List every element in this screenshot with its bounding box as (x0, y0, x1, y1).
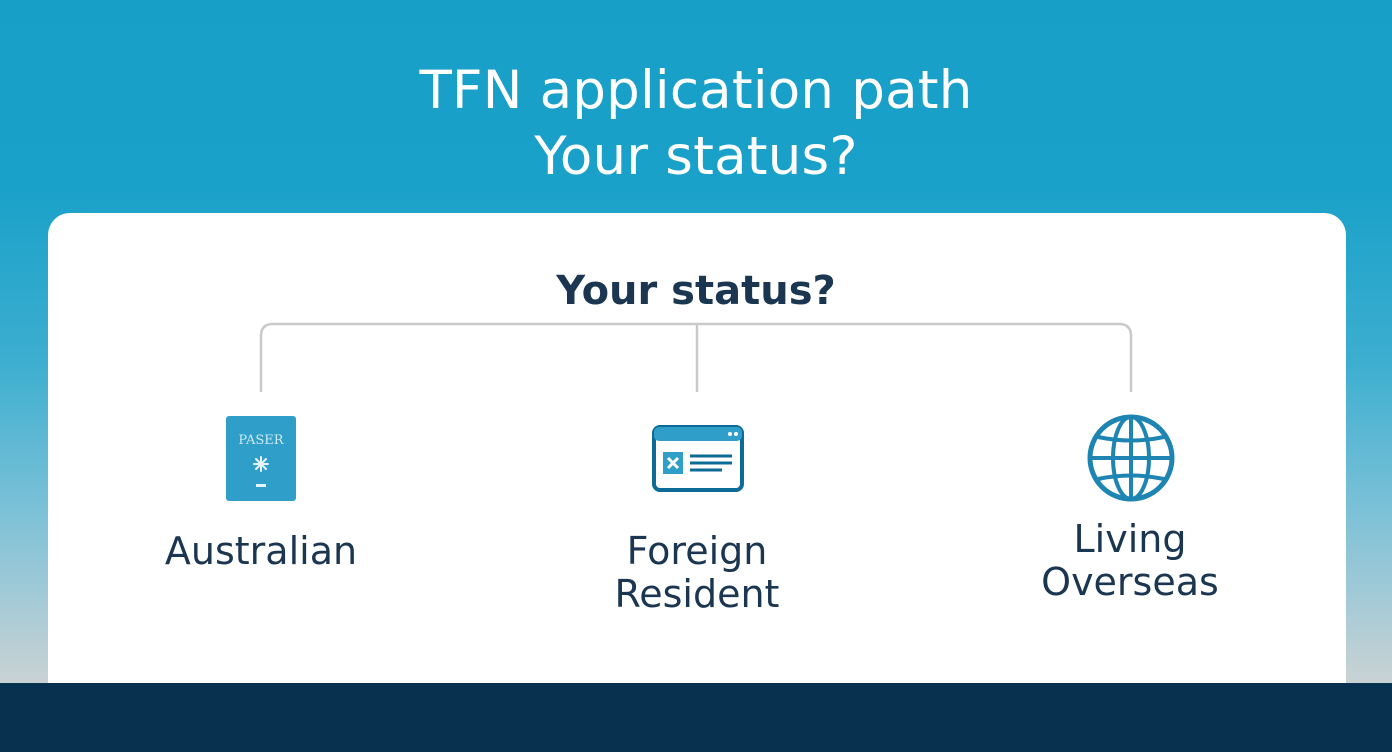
option-label-foreign-resident-line-2: Resident (614, 572, 780, 616)
option-label-foreign-resident: Foreign Resident (537, 530, 857, 616)
passport-icon: PASER (226, 416, 296, 501)
page-title-line-2: Your status? (534, 126, 858, 187)
globe-icon (1087, 414, 1175, 502)
option-label-foreign-resident-line-1: Foreign (626, 529, 768, 573)
passport-icon-text: PASER (238, 433, 284, 448)
footer-bar (0, 683, 1392, 752)
option-label-living-overseas: Living Overseas (970, 518, 1290, 604)
option-label-living-overseas-line-1: Living (1073, 517, 1187, 561)
page-title-line-1: TFN application path (419, 60, 973, 121)
option-label-australian: Australian (101, 530, 421, 573)
emblem-icon (253, 456, 269, 472)
diagram-question: Your status? (556, 268, 836, 314)
option-label-living-overseas-line-2: Overseas (1041, 560, 1219, 604)
page-title: TFN application path Your status? (0, 58, 1392, 190)
option-label-australian-line-1: Australian (164, 529, 358, 573)
id-card-icon (652, 425, 744, 492)
